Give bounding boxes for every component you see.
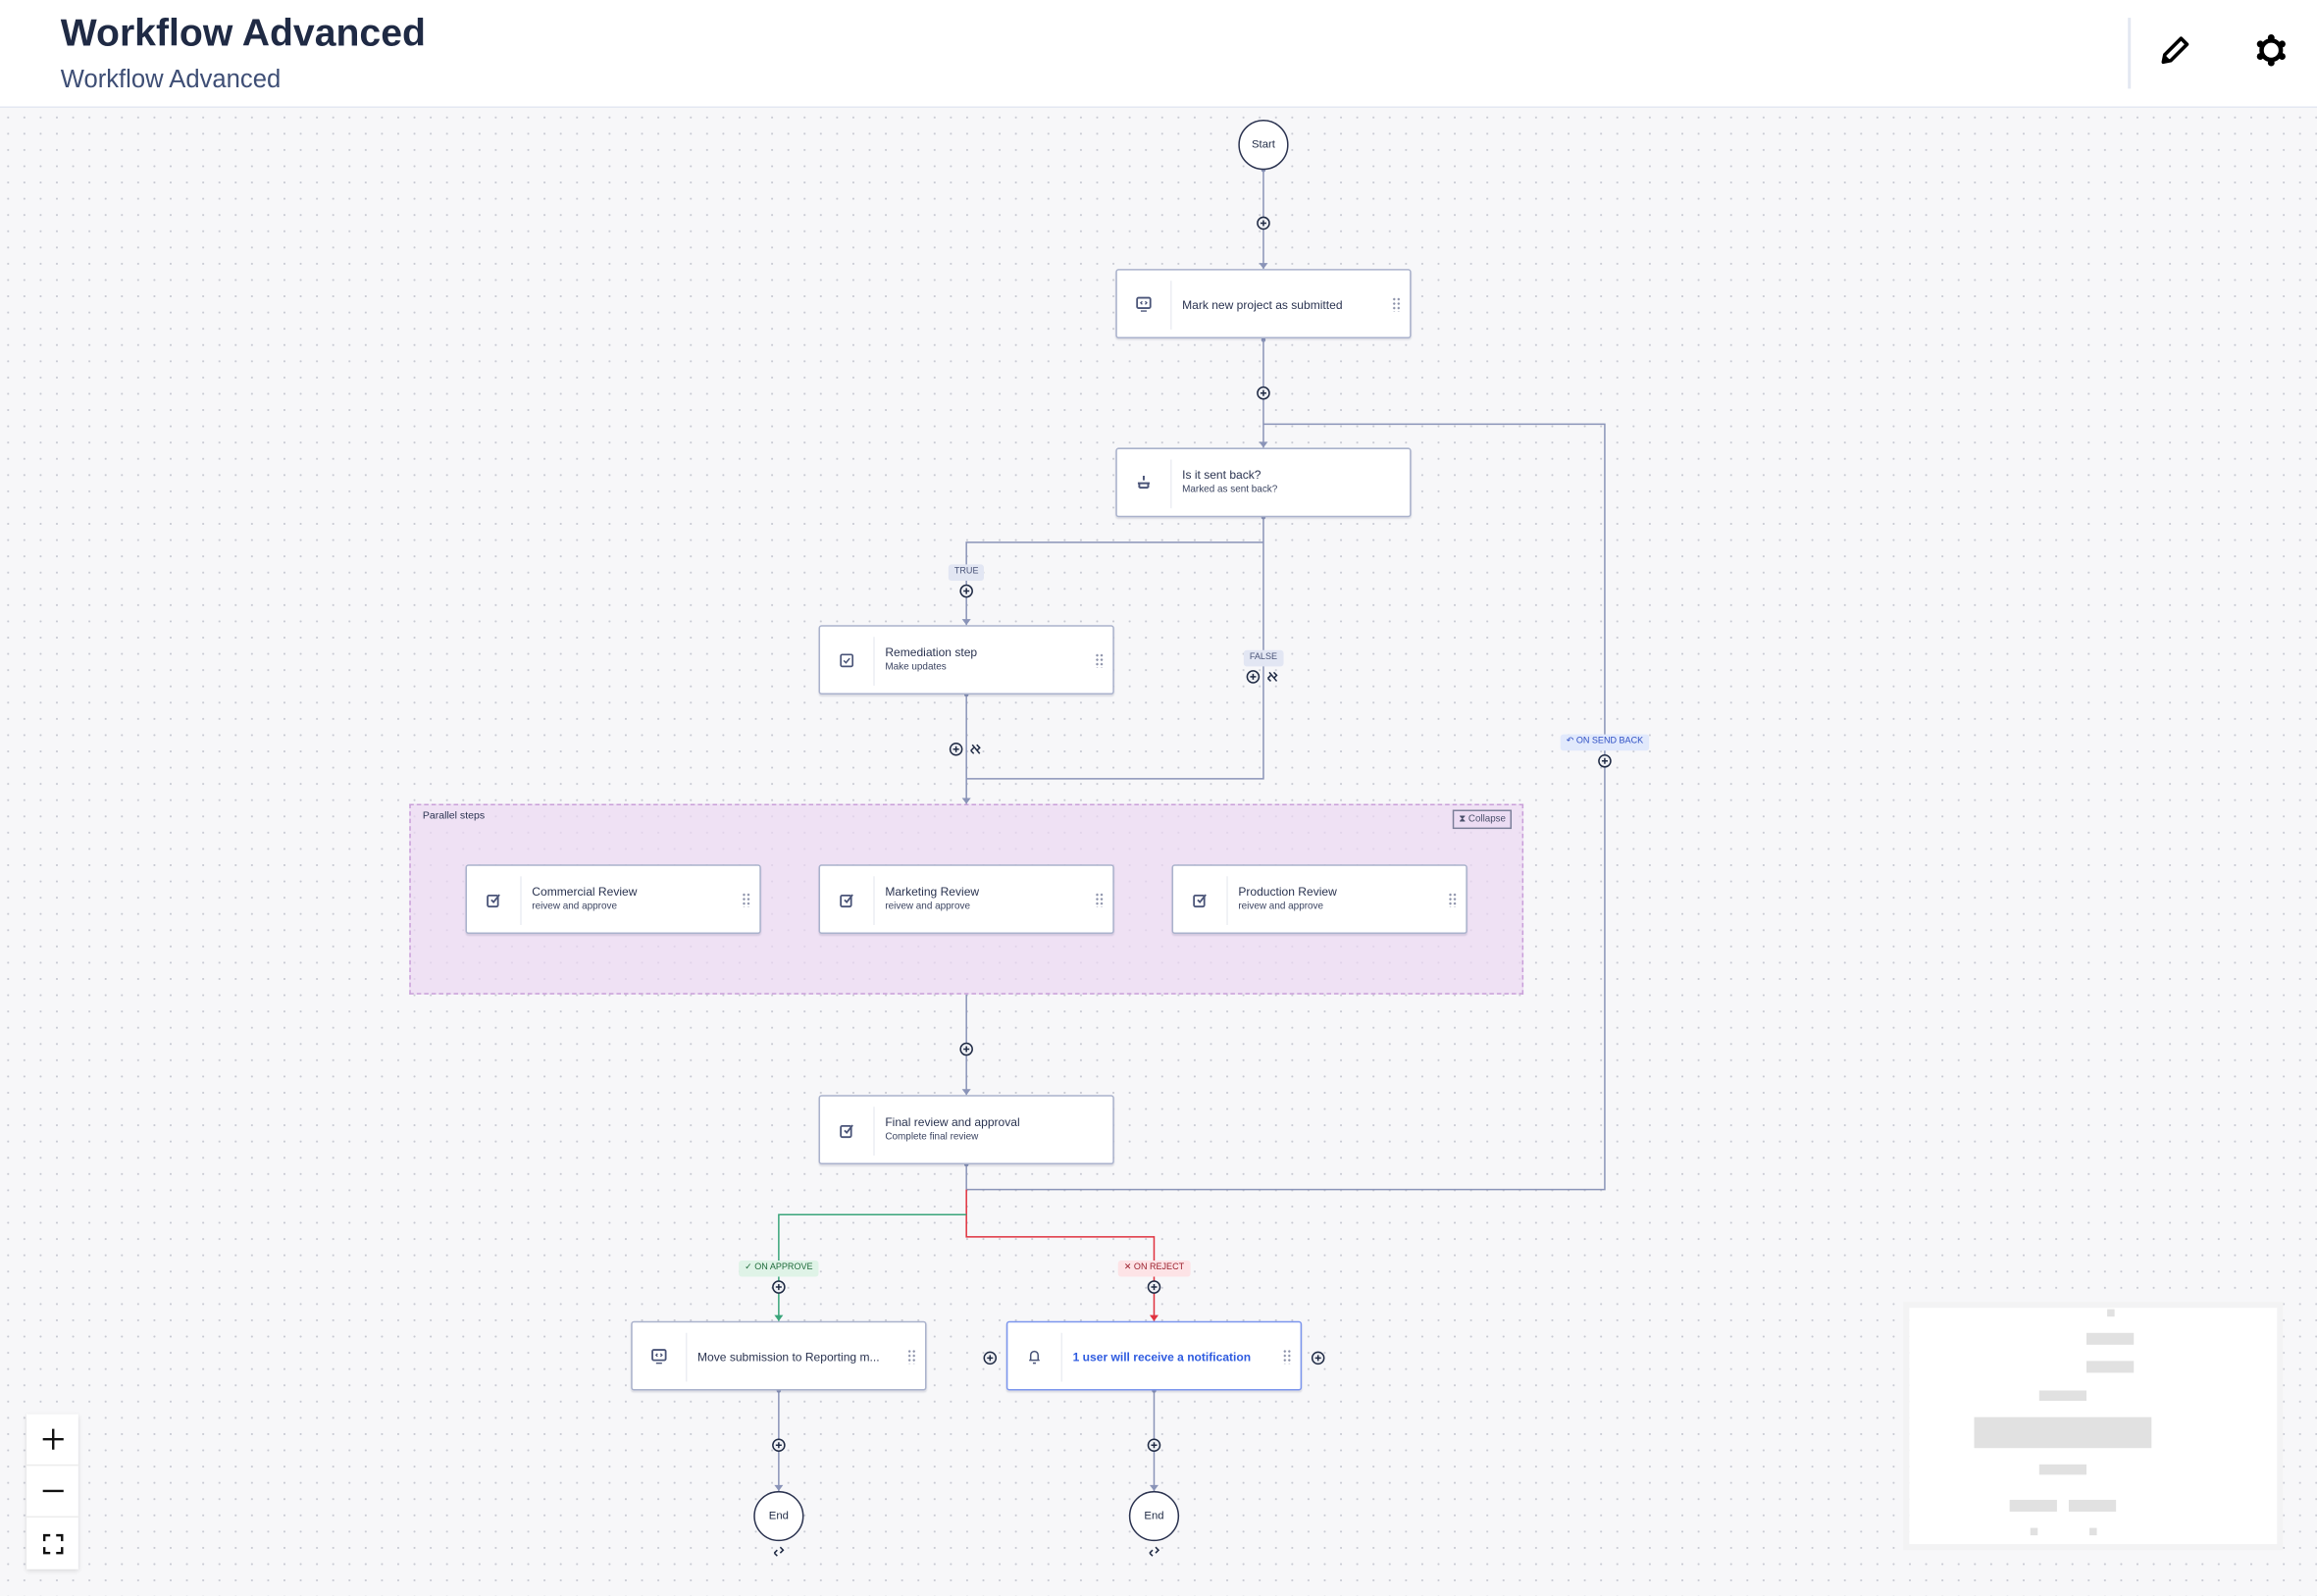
drag-handle-icon[interactable] xyxy=(742,892,751,907)
add-step-icon[interactable] xyxy=(1147,1280,1161,1295)
step-mark-submitted[interactable]: Mark new project as submitted xyxy=(1115,269,1412,338)
check-icon: ✓ xyxy=(745,1262,755,1272)
drag-handle-icon[interactable] xyxy=(1282,1349,1292,1364)
step-title: Mark new project as submitted xyxy=(1182,298,1343,312)
label-on-reject: ✕ ON REJECT xyxy=(1117,1260,1191,1277)
step-title: 1 user will receive a notification xyxy=(1072,1350,1252,1364)
page-subtitle: Workflow Advanced xyxy=(60,65,282,93)
add-step-icon[interactable] xyxy=(1256,216,1270,231)
group-label: Parallel steps xyxy=(422,811,486,822)
step-subtitle: Marked as sent back? xyxy=(1182,485,1278,495)
minimap[interactable] xyxy=(1903,1302,2284,1551)
add-step-icon[interactable] xyxy=(771,1280,786,1295)
unlink-icon[interactable] xyxy=(1264,669,1279,684)
step-title: Production Review xyxy=(1238,885,1337,899)
label-text: ON REJECT xyxy=(1133,1262,1185,1272)
unlink-icon[interactable] xyxy=(968,742,983,756)
label-false: FALSE xyxy=(1243,649,1284,667)
approval-icon xyxy=(840,894,853,908)
start-node[interactable]: Start xyxy=(1238,120,1289,171)
step-title: Marketing Review xyxy=(885,885,980,899)
step-subtitle: reivew and approve xyxy=(1238,901,1324,912)
step-subtitle: Make updates xyxy=(885,661,947,673)
step-title: Final review and approval xyxy=(885,1115,1020,1129)
step-subtitle: reivew and approve xyxy=(532,901,618,912)
step-marketing-review[interactable]: Marketing Review reivew and approve xyxy=(818,864,1114,935)
drag-handle-icon[interactable] xyxy=(1095,892,1105,907)
drag-handle-icon[interactable] xyxy=(906,1349,916,1364)
collapse-label: Collapse xyxy=(1467,814,1507,825)
end-node[interactable]: End xyxy=(753,1490,804,1542)
bell-icon xyxy=(1029,1350,1040,1364)
step-commercial-review[interactable]: Commercial Review reivew and approve xyxy=(465,864,761,935)
step-title: Remediation step xyxy=(885,645,978,659)
fullscreen-icon xyxy=(42,1533,63,1554)
gear-icon[interactable] xyxy=(2253,32,2289,68)
add-step-icon[interactable] xyxy=(1147,1438,1161,1453)
link-icon[interactable] xyxy=(1147,1544,1161,1559)
code-monitor-icon xyxy=(651,1349,667,1364)
step-production-review[interactable]: Production Review reivew and approve xyxy=(1171,864,1467,935)
add-step-icon[interactable] xyxy=(983,1351,998,1365)
minus-icon xyxy=(41,1489,64,1493)
drag-handle-icon[interactable] xyxy=(1448,892,1458,907)
header: Workflow Advanced Workflow Advanced xyxy=(0,0,2317,108)
approval-icon xyxy=(487,894,500,908)
step-title: Move submission to Reporting m... xyxy=(697,1350,880,1364)
x-icon: ✕ xyxy=(1123,1262,1134,1272)
add-step-icon[interactable] xyxy=(959,584,974,598)
step-move-submission[interactable]: Move submission to Reporting m... xyxy=(631,1320,927,1391)
add-step-icon[interactable] xyxy=(949,742,963,756)
step-title: Commercial Review xyxy=(532,885,638,899)
plus-icon xyxy=(41,1428,64,1450)
collapse-icon: ⧗ xyxy=(1459,814,1468,825)
zoom-controls xyxy=(26,1414,78,1570)
step-subtitle: reivew and approve xyxy=(885,901,971,912)
step-notification[interactable]: 1 user will receive a notification xyxy=(1005,1320,1303,1391)
pencil-icon[interactable] xyxy=(2157,32,2192,68)
checkbox-icon xyxy=(840,653,854,668)
add-step-icon[interactable] xyxy=(1246,669,1261,684)
approval-icon xyxy=(840,1124,853,1139)
step-final-review[interactable]: Final review and approval Complete final… xyxy=(818,1095,1114,1165)
add-step-icon[interactable] xyxy=(1311,1351,1325,1365)
approval-icon xyxy=(1193,894,1207,908)
drag-handle-icon[interactable] xyxy=(1392,296,1402,312)
zoom-out-button[interactable] xyxy=(26,1466,78,1519)
fit-view-button[interactable] xyxy=(26,1518,78,1570)
label-text: ON APPROVE xyxy=(754,1262,813,1272)
add-step-icon[interactable] xyxy=(771,1438,786,1453)
page-title: Workflow Advanced xyxy=(60,10,426,55)
step-decision[interactable]: Is it sent back? Marked as sent back? xyxy=(1115,447,1412,518)
collapse-button[interactable]: ⧗ Collapse xyxy=(1453,809,1513,830)
step-subtitle: Complete final review xyxy=(885,1131,979,1143)
add-step-icon[interactable] xyxy=(959,1042,974,1056)
step-remediation[interactable]: Remediation step Make updates xyxy=(818,625,1114,695)
label-on-send-back: ↶ ON SEND BACK xyxy=(1560,734,1650,751)
branch-icon xyxy=(1137,476,1150,489)
zoom-in-button[interactable] xyxy=(26,1415,78,1467)
add-step-icon[interactable] xyxy=(1597,753,1612,768)
label-on-approve: ✓ ON APPROVE xyxy=(739,1260,819,1277)
drag-handle-icon[interactable] xyxy=(1095,652,1105,668)
undo-icon: ↶ xyxy=(1566,737,1576,747)
label-true: TRUE xyxy=(948,564,985,582)
end-node[interactable]: End xyxy=(1128,1490,1180,1542)
code-monitor-icon xyxy=(1136,296,1152,312)
link-icon[interactable] xyxy=(771,1544,786,1559)
add-step-icon[interactable] xyxy=(1256,386,1270,400)
header-divider xyxy=(2128,18,2131,89)
step-title: Is it sent back? xyxy=(1182,468,1261,483)
label-text: ON SEND BACK xyxy=(1575,737,1644,747)
